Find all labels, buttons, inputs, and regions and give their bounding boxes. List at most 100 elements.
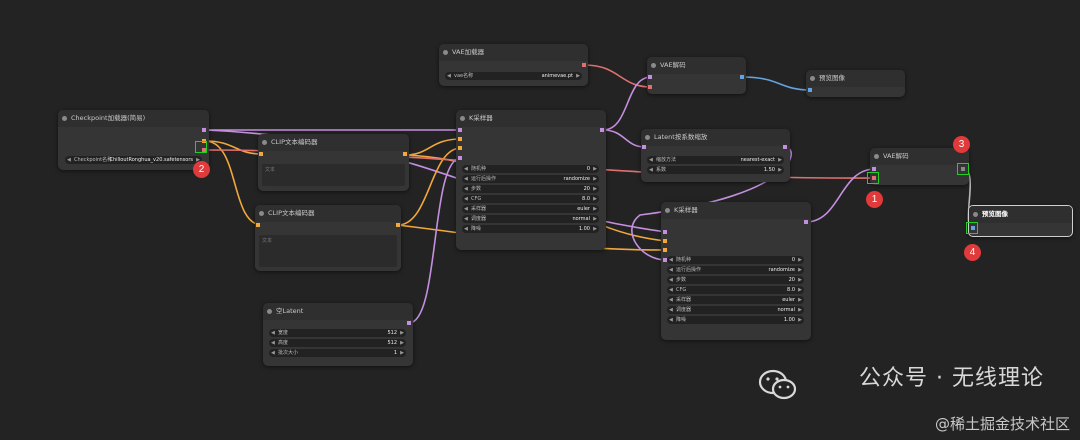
collapse-dot-icon[interactable] [645, 135, 650, 140]
output-slot-latent[interactable] [600, 128, 604, 132]
arrow-right-icon[interactable]: ▶ [400, 330, 404, 336]
clip-text-encode-node-1[interactable]: CLIP文本编码器 文本 [258, 134, 409, 191]
collapse-dot-icon[interactable] [267, 309, 272, 314]
arrow-left-icon[interactable]: ◀ [464, 226, 468, 232]
checkpoint-loader-node[interactable]: Checkpoint加载器(简易) ◀ Checkpoint名称 Chillou… [58, 110, 209, 170]
output-slot-latent[interactable] [804, 220, 808, 224]
arrow-left-icon[interactable]: ◀ [669, 307, 673, 313]
vae-decode-node-2[interactable]: VAE解码 [870, 148, 969, 185]
arrow-right-icon[interactable]: ▶ [400, 350, 404, 356]
arrow-left-icon[interactable]: ◀ [464, 206, 468, 212]
ckpt-name-widget[interactable]: ◀ Checkpoint名称 ChilloutRonghua_v20.safet… [65, 156, 202, 164]
input-slot-model[interactable] [458, 128, 462, 132]
arrow-left-icon[interactable]: ◀ [271, 340, 275, 346]
collapse-dot-icon[interactable] [460, 116, 465, 121]
arrow-right-icon[interactable]: ▶ [576, 73, 580, 79]
collapse-dot-icon[interactable] [665, 208, 670, 213]
vae-decode-node-1[interactable]: VAE解码 [647, 57, 746, 94]
arrow-right-icon[interactable]: ▶ [798, 287, 802, 293]
arrow-right-icon[interactable]: ▶ [778, 167, 782, 173]
output-slot-conditioning[interactable] [403, 152, 407, 156]
input-slot-samples[interactable] [872, 167, 876, 171]
output-slot-image[interactable] [740, 75, 744, 79]
input-slot-model[interactable] [663, 230, 667, 234]
arrow-left-icon[interactable]: ◀ [649, 167, 653, 173]
arrow-right-icon[interactable]: ▶ [593, 166, 597, 172]
arrow-left-icon[interactable]: ◀ [464, 216, 468, 222]
arrow-left-icon[interactable]: ◀ [464, 196, 468, 202]
output-slot-model[interactable] [202, 128, 206, 132]
arrow-left-icon[interactable]: ◀ [271, 330, 275, 336]
collapse-dot-icon[interactable] [259, 211, 264, 216]
input-slot-positive[interactable] [458, 137, 462, 141]
collapse-dot-icon[interactable] [62, 116, 67, 121]
arrow-right-icon[interactable]: ▶ [593, 186, 597, 192]
input-slot-images[interactable] [971, 226, 975, 230]
arrow-left-icon[interactable]: ◀ [447, 73, 451, 79]
input-slot-clip[interactable] [259, 152, 263, 156]
arrow-right-icon[interactable]: ▶ [798, 307, 802, 313]
arrow-left-icon[interactable]: ◀ [669, 267, 673, 273]
collapse-dot-icon[interactable] [443, 50, 448, 55]
collapse-dot-icon[interactable] [262, 140, 267, 145]
arrow-left-icon[interactable]: ◀ [464, 166, 468, 172]
clip-text-encode-node-2[interactable]: CLIP文本编码器 文本 [255, 205, 401, 271]
arrow-right-icon[interactable]: ▶ [798, 297, 802, 303]
arrow-right-icon[interactable]: ▶ [400, 340, 404, 346]
arrow-left-icon[interactable]: ◀ [669, 297, 673, 303]
input-slot-latent[interactable] [458, 156, 462, 160]
output-slot-vae[interactable] [582, 63, 586, 67]
input-slot-latent[interactable] [663, 258, 667, 262]
output-slot-image[interactable] [961, 167, 965, 171]
arrow-right-icon[interactable]: ▶ [798, 277, 802, 283]
input-slot-negative[interactable] [458, 146, 462, 150]
output-slot-latent[interactable] [783, 145, 787, 149]
arrow-left-icon[interactable]: ◀ [649, 157, 653, 163]
preview-image-node-1[interactable]: 预览图像 [806, 70, 905, 97]
arrow-left-icon[interactable]: ◀ [464, 176, 468, 182]
arrow-right-icon[interactable]: ▶ [798, 267, 802, 273]
input-slot-images[interactable] [808, 88, 812, 92]
arrow-right-icon[interactable]: ▶ [798, 317, 802, 323]
arrow-right-icon[interactable]: ▶ [593, 216, 597, 222]
vae-name-widget[interactable]: ◀ vae名称 animevae.pt ▶ [445, 72, 582, 80]
arrow-right-icon[interactable]: ▶ [778, 157, 782, 163]
arrow-left-icon[interactable]: ◀ [67, 157, 71, 163]
input-slot-negative[interactable] [663, 248, 667, 252]
collapse-dot-icon[interactable] [810, 76, 815, 81]
arrow-right-icon[interactable]: ▶ [798, 257, 802, 263]
output-slot-conditioning[interactable] [396, 223, 400, 227]
arrow-left-icon[interactable]: ◀ [669, 257, 673, 263]
arrow-left-icon[interactable]: ◀ [271, 350, 275, 356]
output-slot-vae[interactable] [202, 148, 206, 152]
output-slot-latent[interactable] [407, 321, 411, 325]
input-slot-clip[interactable] [256, 223, 260, 227]
collapse-dot-icon[interactable] [651, 63, 656, 68]
arrow-left-icon[interactable]: ◀ [669, 317, 673, 323]
input-slot-positive[interactable] [663, 239, 667, 243]
input-slot-samples[interactable] [642, 145, 646, 149]
arrow-right-icon[interactable]: ▶ [593, 206, 597, 212]
vae-loader-node[interactable]: VAE加载器 ◀ vae名称 animevae.pt ▶ [439, 44, 588, 86]
collapse-dot-icon[interactable] [874, 154, 879, 159]
